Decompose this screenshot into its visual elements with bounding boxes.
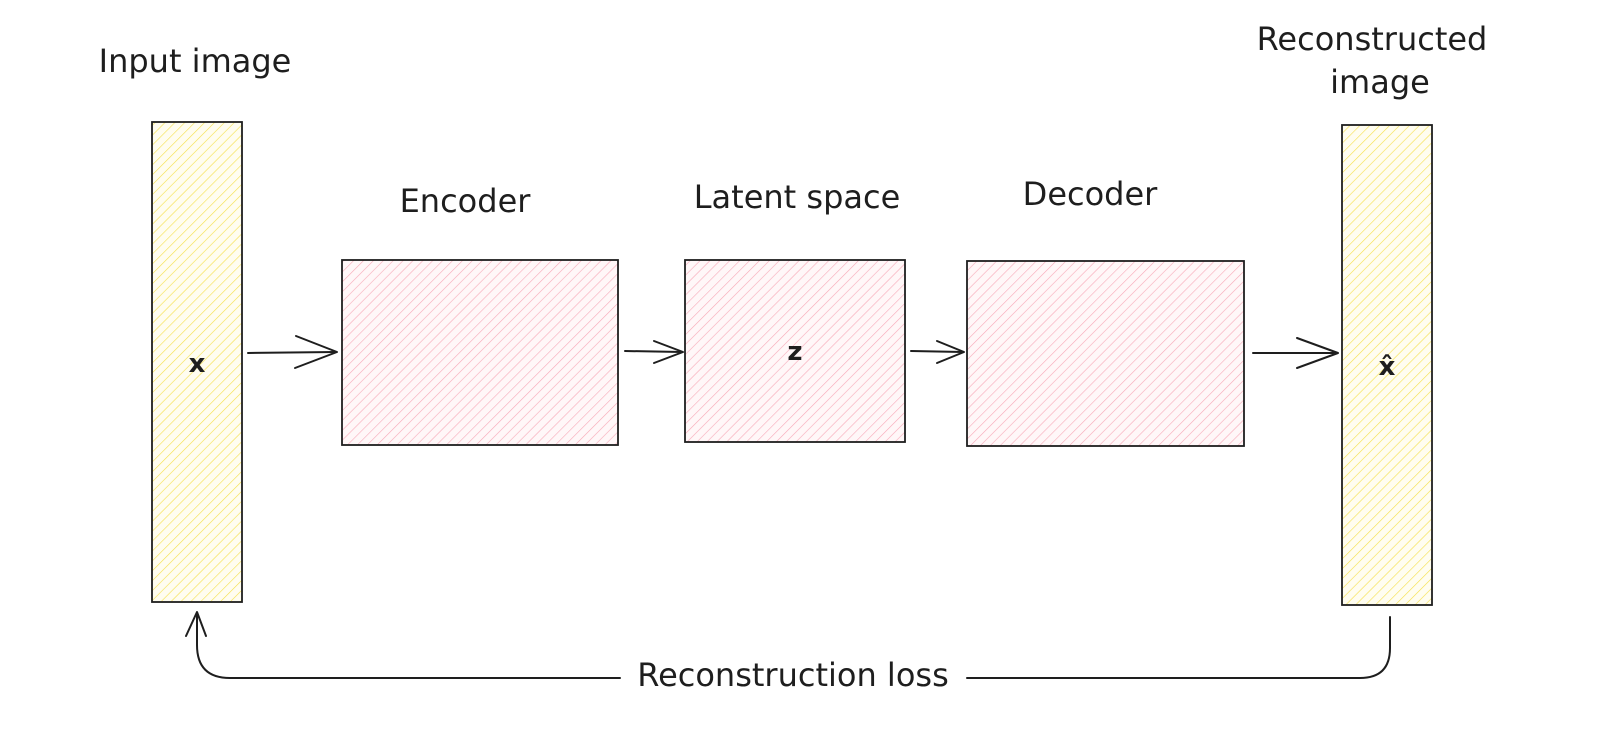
reconstructed-image-title-line1: Reconstructed bbox=[1257, 20, 1488, 58]
arrow-decoder-to-output bbox=[1252, 337, 1339, 369]
output-symbol: x̂ bbox=[1379, 352, 1396, 382]
latent-space-block bbox=[684, 259, 906, 443]
input-symbol: x bbox=[189, 349, 206, 379]
arrow-encoder-to-latent bbox=[624, 340, 684, 364]
reconstructed-image-block bbox=[1341, 124, 1433, 606]
arrow-latent-to-decoder bbox=[910, 340, 965, 364]
latent-symbol: z bbox=[787, 337, 802, 367]
input-image-block bbox=[151, 121, 243, 603]
reconstructed-image-title-line2: image bbox=[1330, 63, 1430, 101]
input-image-title: Input image bbox=[99, 42, 292, 80]
decoder-title: Decoder bbox=[1023, 175, 1159, 213]
reconstruction-loss-arrow bbox=[185, 611, 1391, 679]
encoder-title: Encoder bbox=[400, 182, 532, 220]
latent-space-title: Latent space bbox=[694, 178, 901, 216]
encoder-block bbox=[341, 259, 619, 446]
decoder-block bbox=[966, 260, 1245, 447]
arrow-input-to-encoder bbox=[247, 335, 338, 369]
reconstruction-loss-label: Reconstruction loss bbox=[637, 656, 948, 694]
